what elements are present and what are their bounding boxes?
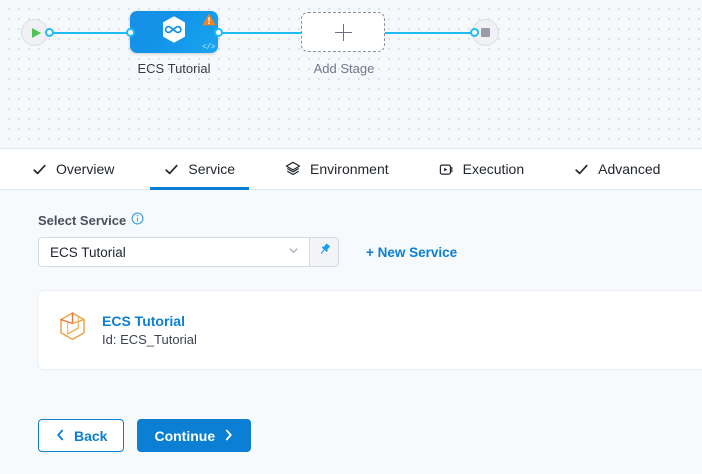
wizard-button-row: Back Continue [38,419,252,452]
service-card-id: Id: ECS_Tutorial [102,332,197,347]
stage-node-ecs-tutorial[interactable]: </> [130,11,218,53]
service-card[interactable]: ECS Tutorial Id: ECS_Tutorial [38,291,702,369]
pin-icon [317,242,332,262]
back-button-label: Back [74,427,108,444]
connector-start-to-stage [48,32,130,34]
hexagon-link-icon [161,15,187,49]
play-box-icon [439,162,454,177]
tab-overview-label: Overview [56,161,115,177]
chevron-down-icon [287,244,300,260]
tab-advanced[interactable]: Advanced [560,149,674,189]
stage-node-output-port[interactable] [214,28,223,37]
stage-node-label: ECS Tutorial [137,61,211,76]
code-badge-icon: </> [202,43,215,52]
tab-overview[interactable]: Overview [18,149,128,189]
tab-service-label: Service [188,161,236,177]
chevron-left-icon [55,428,66,444]
pipeline-canvas[interactable]: </> ECS Tutorial Add Stage [0,0,702,148]
add-stage-label: Add Stage [313,61,375,76]
tab-execution-label: Execution [462,161,525,177]
connector-stage-to-add [218,32,306,34]
cube-hexagon-icon [57,311,88,350]
service-tab-panel: Select Service ECS Tutorial [0,190,702,474]
stop-icon [481,28,490,37]
service-card-title[interactable]: ECS Tutorial [102,313,185,329]
select-service-label: Select Service [38,212,127,228]
check-icon [164,162,179,177]
continue-button-label: Continue [154,427,216,444]
layers-icon [285,161,301,177]
end-node-port[interactable] [470,28,479,37]
check-icon [32,162,47,177]
service-card-text: ECS Tutorial Id: ECS_Tutorial [102,313,197,347]
back-button[interactable]: Back [38,419,125,452]
tab-advanced-label: Advanced [598,161,661,177]
plus-icon [334,23,352,41]
tab-environment[interactable]: Environment [271,149,403,189]
chevron-right-icon [223,428,234,444]
tab-service[interactable]: Service [150,149,249,190]
service-select-dropdown[interactable]: ECS Tutorial [38,237,310,267]
check-icon [574,162,589,177]
pipeline-start-node[interactable] [21,19,48,46]
connector-add-to-end [384,32,474,34]
warning-triangle-icon [202,13,216,26]
new-service-button[interactable]: + New Service [366,244,458,260]
tab-execution[interactable]: Execution [425,149,538,189]
select-service-row: ECS Tutorial + New Service [38,237,702,267]
pin-service-button[interactable] [310,237,339,267]
stage-tab-bar: Overview Service Environment [0,148,702,190]
play-icon [31,27,41,38]
tab-environment-label: Environment [310,161,389,177]
start-node-port[interactable] [45,28,54,37]
service-select-value: ECS Tutorial [50,244,126,260]
info-icon[interactable] [131,212,144,228]
add-stage-button[interactable] [301,12,385,52]
select-service-label-row: Select Service [38,212,702,228]
continue-button[interactable]: Continue [137,419,252,452]
stage-node-input-port[interactable] [126,28,135,37]
